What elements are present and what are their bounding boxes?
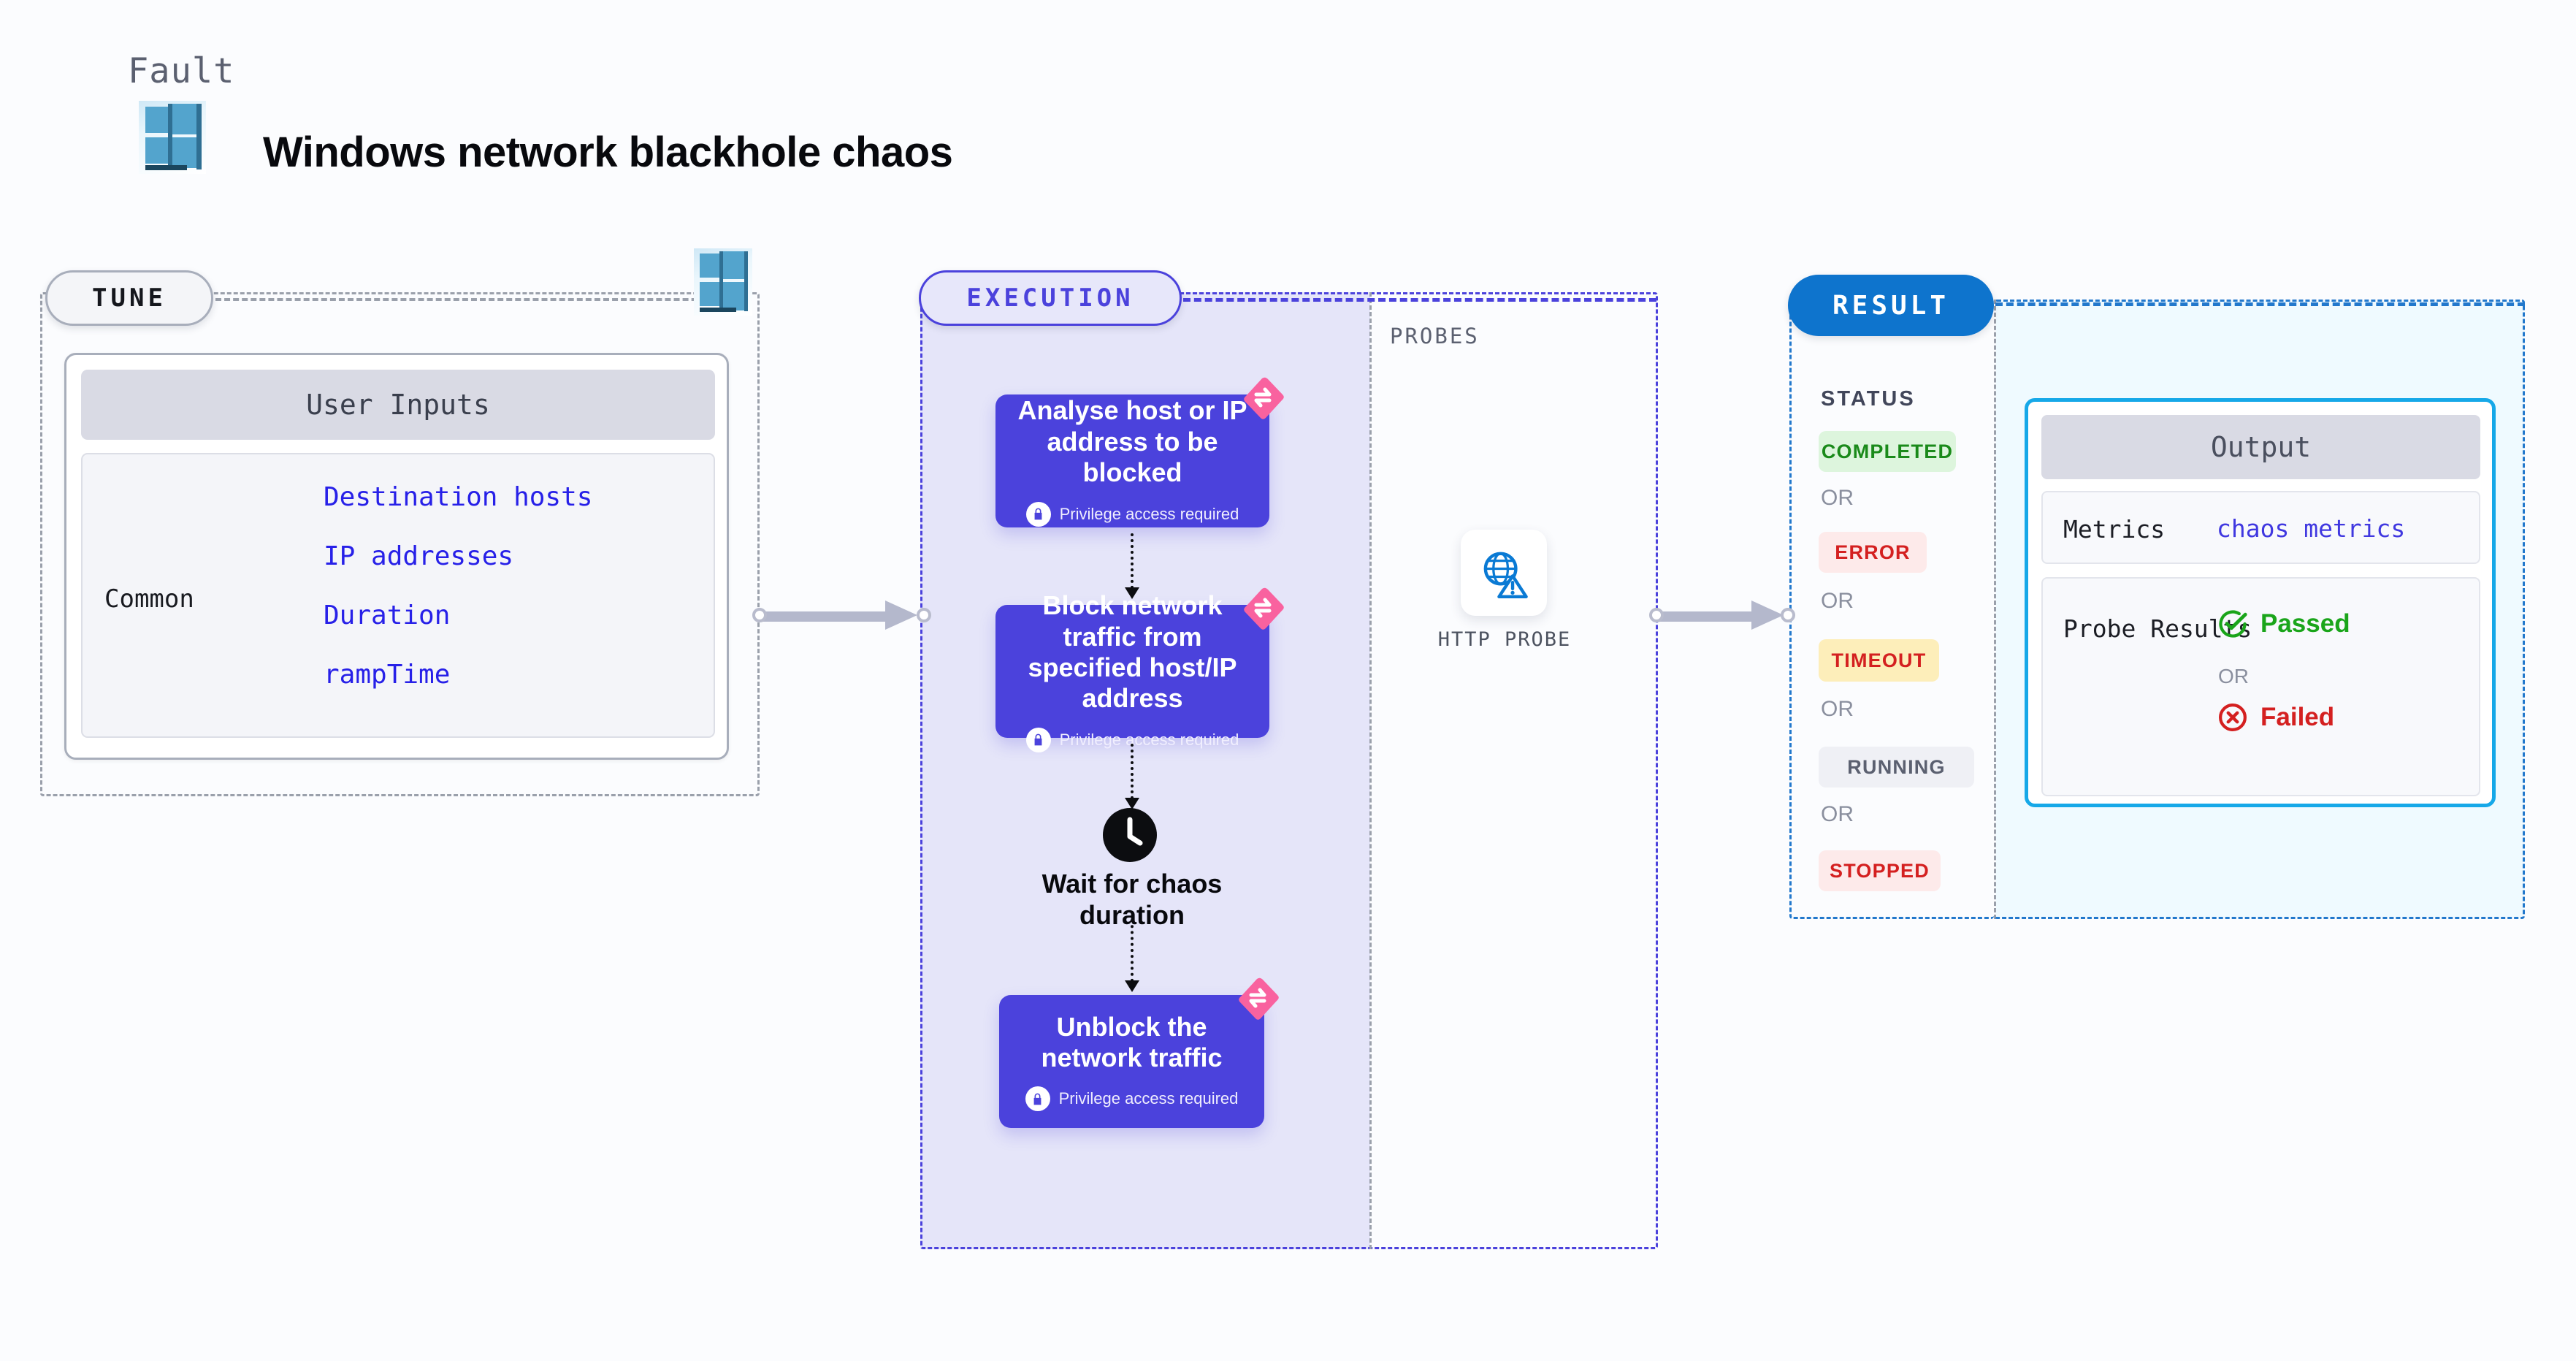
status-badge-running: RUNNING bbox=[1819, 747, 1974, 788]
connector-arrowhead bbox=[1751, 601, 1784, 630]
execution-section-pill[interactable]: EXECUTION bbox=[919, 270, 1182, 326]
globe-warning-icon bbox=[1483, 552, 1528, 598]
page-title: Windows network blackhole chaos bbox=[263, 129, 953, 176]
http-probe-caption: HTTP PROBE bbox=[1437, 628, 1572, 651]
privilege-note-text: Privilege access required bbox=[1058, 1089, 1239, 1108]
probe-result-failed: Failed bbox=[2217, 701, 2334, 733]
status-badge-completed: COMPLETED bbox=[1819, 431, 1956, 472]
connector-tune-to-execution bbox=[752, 601, 931, 630]
probe-result-failed-label: Failed bbox=[2260, 703, 2335, 731]
wait-node-label: Wait for chaos duration bbox=[1042, 869, 1223, 931]
probe-result-passed: Passed bbox=[2217, 608, 2350, 640]
execution-card-title: Block network traffic from specified hos… bbox=[1028, 590, 1237, 714]
result-divider bbox=[1994, 300, 1996, 919]
probes-section-label: PROBES bbox=[1390, 324, 1480, 348]
lock-icon bbox=[1025, 501, 1051, 527]
tune-region bbox=[40, 292, 760, 796]
status-badge-error: ERROR bbox=[1819, 532, 1927, 573]
metrics-key: Metrics bbox=[2063, 515, 2166, 544]
user-inputs-header: User Inputs bbox=[81, 370, 715, 440]
connector-shaft bbox=[761, 611, 893, 622]
http-probe-node[interactable] bbox=[1461, 530, 1547, 616]
input-item-ip-addresses[interactable]: IP addresses bbox=[324, 541, 514, 571]
check-circle-icon bbox=[2219, 610, 2247, 638]
status-label: STATUS bbox=[1821, 387, 1916, 411]
connector-arrowhead bbox=[885, 601, 917, 630]
output-card-header: Output bbox=[2041, 415, 2480, 479]
probe-result-passed-label: Passed bbox=[2260, 609, 2350, 638]
x-circle-icon bbox=[2219, 704, 2247, 731]
connector-shaft bbox=[1658, 611, 1760, 622]
status-badge-stopped: STOPPED bbox=[1819, 850, 1941, 891]
metrics-value-link[interactable]: chaos metrics bbox=[2217, 514, 2406, 543]
status-badge-timeout: TIMEOUT bbox=[1819, 639, 1939, 682]
litmus-corner-badge-icon bbox=[1244, 377, 1284, 419]
execution-card-title: Analyse host or IP address to be blocked bbox=[1017, 395, 1247, 488]
privilege-note: Privilege access required bbox=[1025, 1086, 1239, 1112]
execution-card-title: Unblock the network traffic bbox=[1041, 1011, 1223, 1072]
clock-icon bbox=[1103, 808, 1157, 862]
probe-results-row: Probe Results Passed OR Failed bbox=[2041, 577, 2480, 796]
input-item-destination-hosts[interactable]: Destination hosts bbox=[324, 482, 593, 512]
or-separator: OR bbox=[1821, 802, 1854, 826]
privilege-note-text: Privilege access required bbox=[1059, 504, 1239, 523]
probes-divider bbox=[1369, 292, 1372, 1249]
output-region bbox=[1994, 300, 2525, 919]
input-item-ramptime[interactable]: rampTime bbox=[324, 660, 451, 690]
execution-step-card[interactable]: Unblock the network traffic Privilege ac… bbox=[999, 977, 1279, 1128]
flow-arrow bbox=[1125, 744, 1139, 809]
or-separator: OR bbox=[1821, 589, 1854, 613]
execution-connector-line bbox=[1183, 298, 1656, 302]
input-group-label: Common bbox=[104, 584, 194, 614]
privilege-note: Privilege access required bbox=[1025, 727, 1239, 752]
flow-arrow bbox=[1125, 533, 1139, 599]
output-card: Output Metrics chaos metrics Probe Resul… bbox=[2025, 398, 2496, 807]
tune-connector-line bbox=[215, 298, 741, 301]
privilege-note: Privilege access required bbox=[1025, 501, 1239, 527]
execution-step-card[interactable]: Block network traffic from specified hos… bbox=[995, 587, 1284, 752]
connector-endpoint-right bbox=[1781, 608, 1795, 622]
litmus-corner-badge-icon bbox=[1239, 977, 1279, 1020]
windows-logo-icon bbox=[139, 101, 206, 174]
result-section-pill[interactable]: RESULT bbox=[1788, 275, 1994, 336]
litmus-corner-badge-icon bbox=[1244, 587, 1284, 630]
user-inputs-card: User Inputs Common Destination hosts IP … bbox=[64, 353, 729, 760]
privilege-note-text: Privilege access required bbox=[1059, 730, 1239, 749]
or-separator: OR bbox=[2218, 665, 2249, 687]
connector-endpoint-right bbox=[917, 608, 931, 622]
or-separator: OR bbox=[1821, 486, 1854, 510]
page-header: Fault Windows network blackhole chaos bbox=[69, 44, 1165, 183]
windows-platform-icon bbox=[694, 248, 752, 316]
result-connector-line bbox=[1995, 302, 2525, 306]
execution-region bbox=[920, 292, 1658, 1249]
lock-icon bbox=[1025, 1086, 1050, 1112]
input-item-duration[interactable]: Duration bbox=[324, 601, 451, 630]
fault-kicker-label: Fault bbox=[128, 51, 235, 91]
lock-icon bbox=[1025, 727, 1051, 752]
connector-endpoint-left bbox=[752, 608, 767, 622]
connector-execution-to-result bbox=[1649, 601, 1795, 630]
tune-section-pill[interactable]: TUNE bbox=[45, 270, 213, 326]
or-separator: OR bbox=[1821, 697, 1854, 721]
input-list: Destination hosts IP addresses Duration … bbox=[324, 482, 592, 719]
metrics-row: Metrics chaos metrics bbox=[2041, 491, 2480, 564]
user-inputs-body: Common Destination hosts IP addresses Du… bbox=[81, 453, 715, 738]
connector-endpoint-left bbox=[1649, 608, 1664, 622]
execution-step-card[interactable]: Analyse host or IP address to be blocked… bbox=[995, 377, 1284, 527]
flow-arrow bbox=[1125, 919, 1139, 992]
